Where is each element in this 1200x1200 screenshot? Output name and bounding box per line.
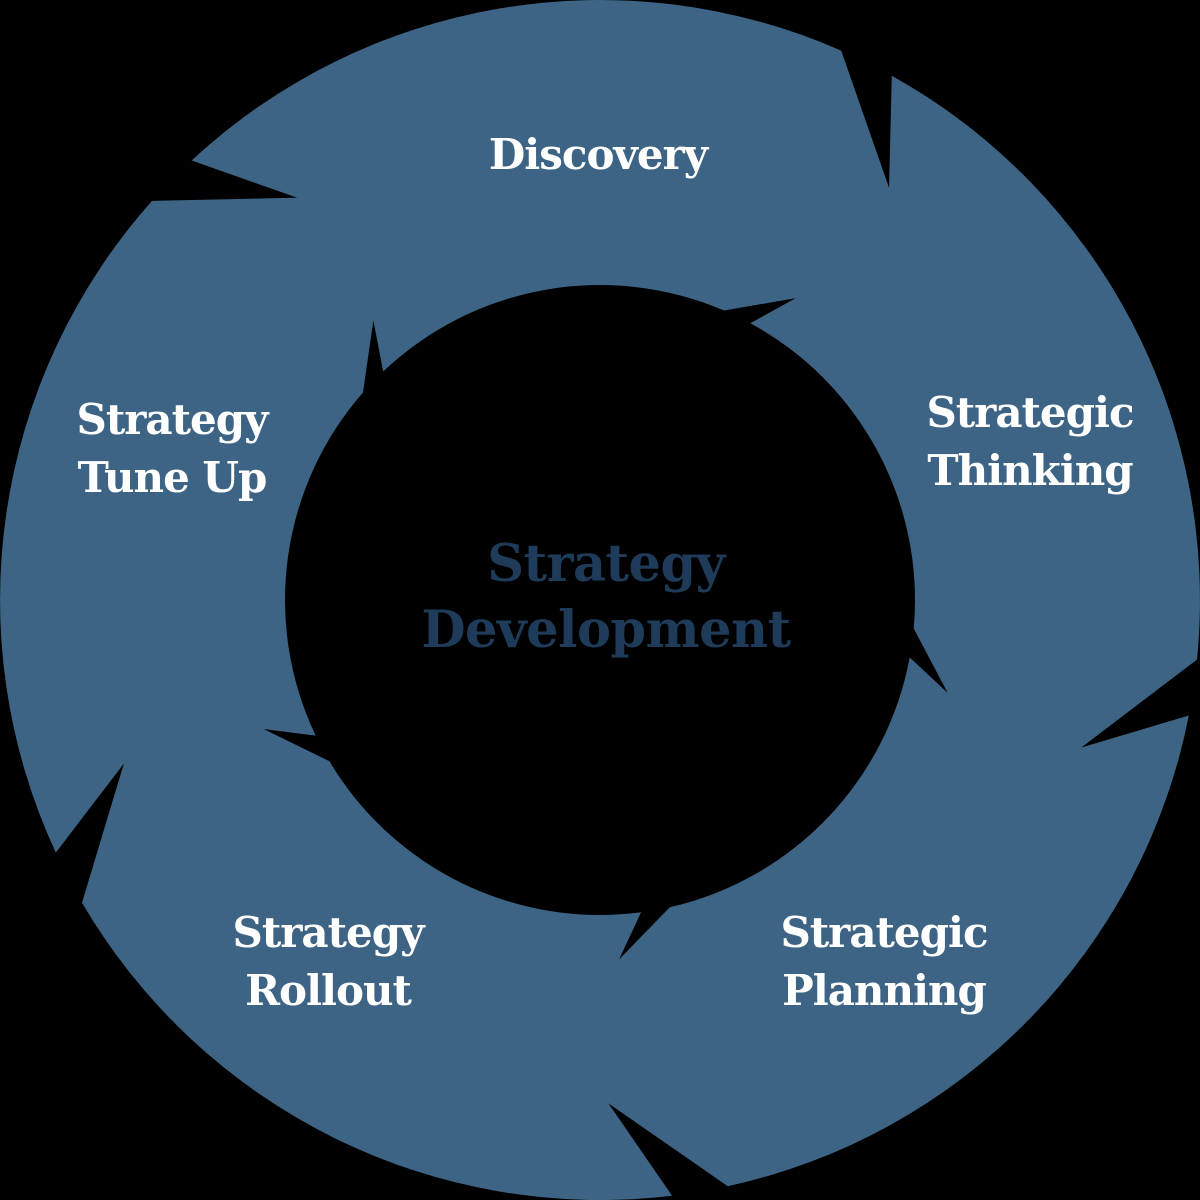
- segment-label-strategic-planning: Strategic Planning: [780, 904, 988, 1020]
- segment-arrow-strategic-thinking: [750, 75, 1200, 805]
- segment-label-line: Strategy: [76, 395, 269, 444]
- segment-arrow-strategic-planning: [531, 657, 1189, 1187]
- segment-label-discovery: Discovery: [488, 126, 708, 184]
- segment-label-strategic-thinking: Strategic Thinking: [926, 384, 1134, 500]
- segment-label-line: Strategic: [926, 388, 1134, 437]
- segment-arrow-strategy-rollout: [82, 673, 673, 1200]
- segment-label-line: Strategy: [232, 908, 425, 957]
- segment-label-line: Tune Up: [77, 453, 268, 502]
- segment-arrow-strategy-tune-up: [0, 195, 392, 853]
- segment-label-line: Strategic: [780, 908, 988, 957]
- segment-label-line: Planning: [782, 966, 987, 1015]
- segment-label-line: Discovery: [488, 130, 708, 179]
- segment-label-line: Thinking: [927, 446, 1133, 495]
- segment-label-strategy-tune-up: Strategy Tune Up: [76, 391, 269, 507]
- center-title-line: Strategy: [487, 534, 725, 594]
- segment-label-line: Rollout: [245, 966, 412, 1015]
- center-title: Strategy Development: [421, 531, 791, 663]
- center-title-line: Development: [421, 600, 791, 660]
- segment-label-strategy-rollout: Strategy Rollout: [232, 904, 425, 1020]
